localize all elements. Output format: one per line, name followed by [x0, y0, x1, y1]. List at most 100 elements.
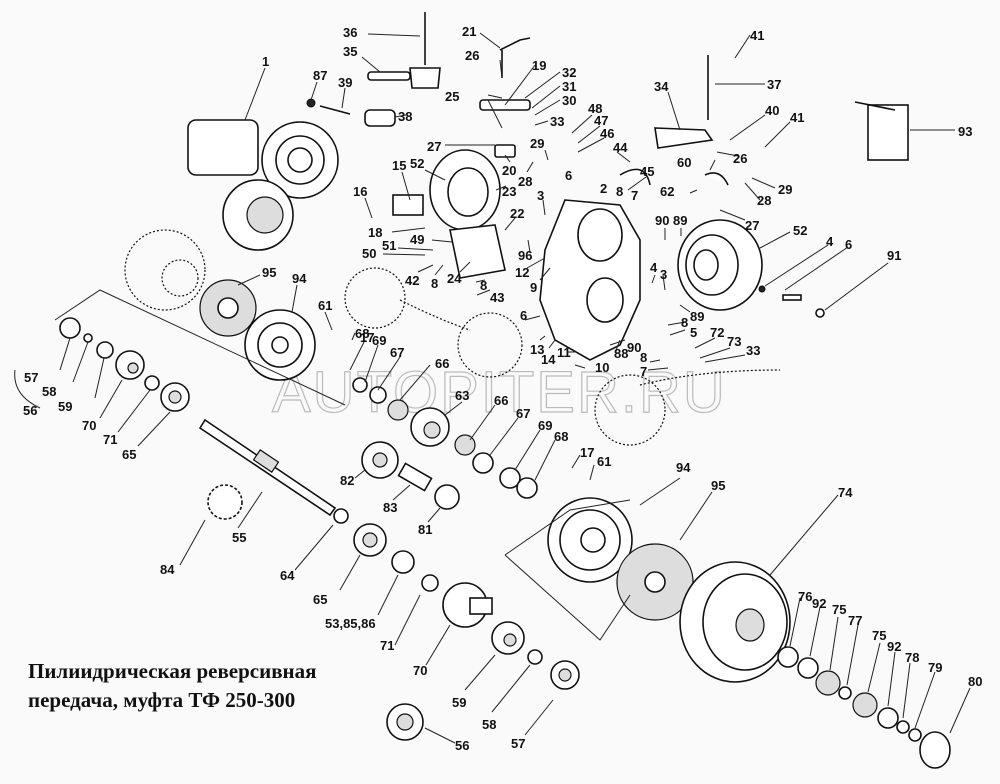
callout-43: 43 — [490, 290, 504, 305]
callout-61-b: 61 — [597, 454, 611, 469]
callout-92: 92 — [812, 596, 826, 611]
watermark: AUTOPITER.RU — [272, 360, 727, 425]
callout-2: 2 — [600, 181, 607, 196]
part-clutch-pack-upper — [344, 267, 781, 446]
callout-16: 16 — [353, 184, 367, 199]
callout-15: 15 — [392, 158, 406, 173]
callout-26: 26 — [465, 48, 479, 63]
callout-29-right: 29 — [778, 182, 792, 197]
callout-56: 56 — [23, 403, 37, 418]
callout-44: 44 — [613, 140, 628, 155]
part-22-cover — [449, 224, 506, 279]
callout-33: 33 — [550, 114, 564, 129]
callout-14: 14 — [541, 352, 556, 367]
callout-75: 75 — [832, 602, 846, 617]
callout-37: 37 — [767, 77, 781, 92]
callout-68: 68 — [355, 326, 369, 341]
parts-66-63-82-83-81-gears — [352, 377, 538, 510]
callout-72: 72 — [710, 325, 724, 340]
callout-71-b: 71 — [380, 638, 394, 653]
callout-8-c: 8 — [480, 278, 487, 293]
callout-22: 22 — [510, 206, 524, 221]
callout-70: 70 — [82, 418, 96, 433]
callout-75-b: 75 — [872, 628, 886, 643]
callout-58-b: 58 — [482, 717, 496, 732]
callout-80: 80 — [968, 674, 982, 689]
callout-61: 61 — [318, 298, 332, 313]
callout-19: 19 — [532, 58, 546, 73]
callout-48: 48 — [588, 101, 602, 116]
callout-30: 30 — [562, 93, 576, 108]
callout-31: 31 — [562, 79, 576, 94]
callout-41-lower: 41 — [790, 110, 804, 125]
part-91-bolt — [758, 285, 825, 318]
leader-lines — [59, 32, 971, 744]
callout-92-b: 92 — [887, 639, 901, 654]
callout-90: 90 — [655, 213, 669, 228]
part-95-friction-disc-upper — [199, 279, 257, 337]
part-84-gear — [207, 484, 243, 520]
callout-55: 55 — [232, 530, 246, 545]
callout-8-e: 8 — [640, 350, 647, 365]
callout-69-b: 69 — [538, 418, 552, 433]
callout-45: 45 — [640, 164, 654, 179]
callout-58: 58 — [42, 384, 56, 399]
callout-87: 87 — [313, 68, 327, 83]
callout-47: 47 — [594, 113, 608, 128]
callout-95-b: 95 — [711, 478, 725, 493]
part-74-drum — [679, 561, 791, 683]
callout-8-d: 8 — [681, 315, 688, 330]
part-34-37-lever — [654, 55, 714, 149]
callout-21: 21 — [462, 24, 476, 39]
callout-17-b: 17 — [580, 445, 594, 460]
callout-77: 77 — [848, 613, 862, 628]
callout-3: 3 — [537, 188, 544, 203]
callout-1: 1 — [262, 54, 269, 69]
callout-79: 79 — [928, 660, 942, 675]
callout-57-b: 57 — [511, 736, 525, 751]
callout-33-b: 33 — [746, 343, 760, 358]
callout-24: 24 — [447, 271, 462, 286]
callout-27-right: 27 — [745, 218, 759, 233]
callout-7-b: 7 — [640, 364, 647, 379]
callout-32: 32 — [562, 65, 576, 80]
bracket-56-brace — [14, 369, 41, 409]
callout-63: 63 — [455, 388, 469, 403]
callout-90-b: 90 — [627, 340, 641, 355]
callout-59: 59 — [58, 399, 72, 414]
callout-49: 49 — [410, 232, 424, 247]
callout-28-right: 28 — [757, 193, 771, 208]
callout-70-b: 70 — [413, 663, 427, 678]
callout-95: 95 — [262, 265, 276, 280]
part-2-main-housing — [539, 199, 641, 361]
callout-89-b: 89 — [690, 309, 704, 324]
callout-52: 52 — [410, 156, 424, 171]
callout-94-b: 94 — [676, 460, 691, 475]
callout-17: 17 — [360, 330, 374, 345]
part-44-bracket — [619, 168, 651, 186]
callout-59-b: 59 — [452, 695, 466, 710]
callout-60: 60 — [677, 155, 691, 170]
bracket-94-lower — [504, 499, 631, 556]
callout-10: 10 — [595, 360, 609, 375]
callout-89: 89 — [673, 213, 687, 228]
callout-8-b: 8 — [431, 276, 438, 291]
callout-36: 36 — [343, 25, 357, 40]
callout-67: 67 — [390, 345, 404, 360]
callout-labels: 1 36 35 87 39 38 21 26 19 32 31 30 25 33… — [23, 24, 982, 753]
callout-68-b: 68 — [554, 429, 568, 444]
callout-39: 39 — [338, 75, 352, 90]
part-1-reverse-gear-assembly — [187, 119, 339, 251]
callout-66-b: 66 — [494, 393, 508, 408]
parts-76-80-bearing-stack — [777, 646, 951, 769]
callout-4-mid: 4 — [650, 260, 658, 275]
callout-50: 50 — [362, 246, 376, 261]
callout-56-b: 56 — [455, 738, 469, 753]
callout-38: 38 — [398, 109, 412, 124]
callout-82: 82 — [340, 473, 354, 488]
callout-46: 46 — [600, 126, 614, 141]
callout-74: 74 — [838, 485, 853, 500]
callout-27: 27 — [427, 139, 441, 154]
callout-94: 94 — [292, 271, 307, 286]
